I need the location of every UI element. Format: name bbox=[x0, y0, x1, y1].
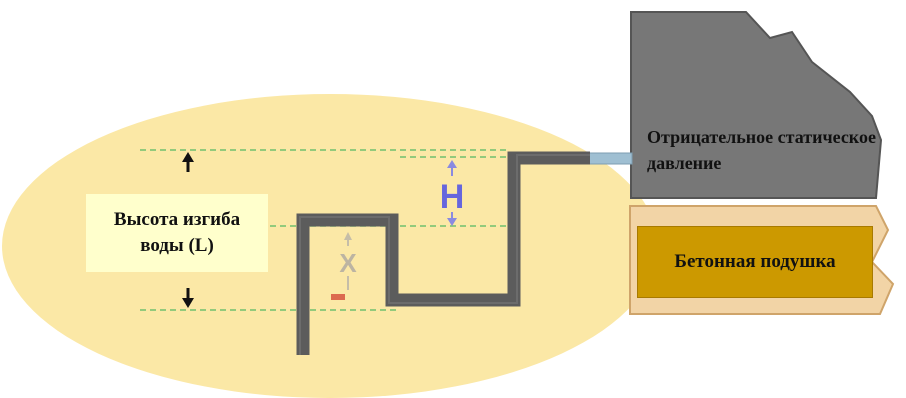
up-arrow-icon bbox=[182, 152, 194, 172]
pipe-connection bbox=[585, 152, 633, 165]
cross-marker-icon: X bbox=[339, 232, 357, 290]
height-marker-label: H bbox=[440, 178, 465, 216]
red-mark bbox=[331, 294, 345, 300]
drain-pipe bbox=[296, 151, 590, 355]
equipment-wall bbox=[630, 11, 883, 199]
concrete-cushion-label: Бетонная подушка bbox=[637, 226, 873, 298]
cross-marker-label: X bbox=[339, 248, 357, 278]
drain-pipe-highlight bbox=[299, 154, 590, 355]
down-arrow-icon bbox=[182, 288, 194, 308]
background-ellipse bbox=[2, 94, 658, 398]
negative-pressure-label: Отрицательное статическое давление bbox=[647, 127, 876, 173]
height-marker-icon: H bbox=[440, 160, 465, 226]
water-bend-height-label: Высота изгиба воды (L) bbox=[86, 194, 268, 272]
